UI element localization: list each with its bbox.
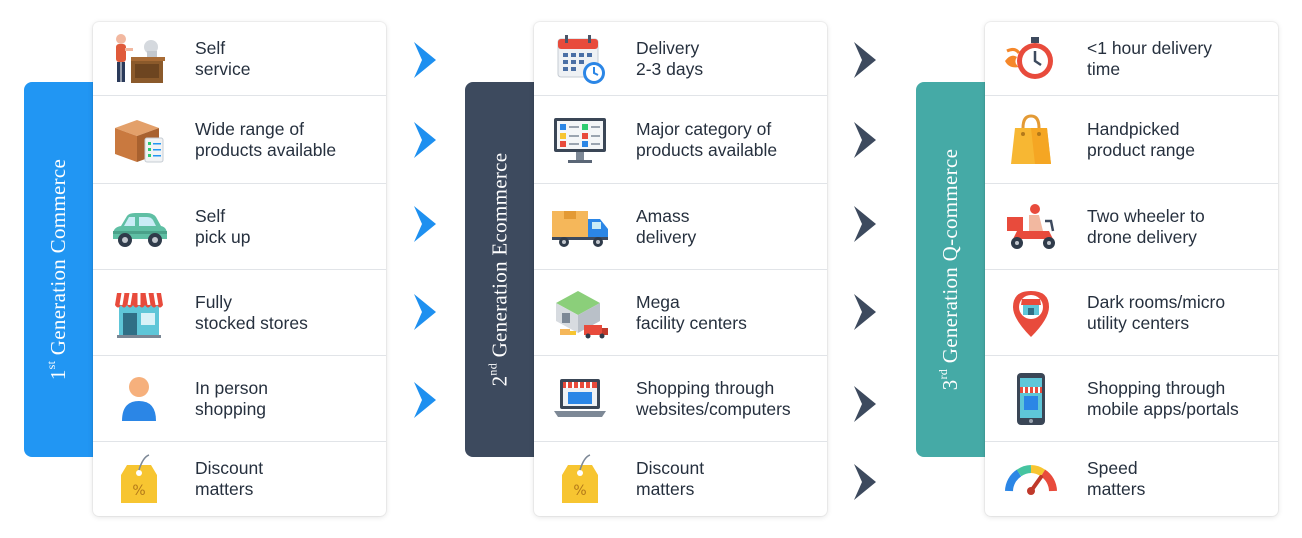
chevron-right-icon bbox=[410, 120, 440, 160]
list-item: Amass delivery bbox=[534, 184, 827, 270]
list-item: Delivery 2-3 days bbox=[534, 22, 827, 96]
gen1-card: Self service Wide range of products avai… bbox=[93, 22, 386, 516]
item-text: Delivery 2-3 days bbox=[636, 37, 704, 79]
gen2-title: 2nd Generation Ecommerce bbox=[485, 152, 512, 387]
list-item: Shopping through mobile apps/portals bbox=[985, 356, 1278, 442]
shopping-bag-icon bbox=[999, 112, 1063, 168]
item-text: Speed matters bbox=[1087, 458, 1146, 499]
list-item: % Discount matters bbox=[534, 442, 827, 516]
person-icon bbox=[107, 371, 171, 427]
list-item: <1 hour delivery time bbox=[985, 22, 1278, 96]
list-item: Fully stocked stores bbox=[93, 270, 386, 356]
list-item: Self pick up bbox=[93, 184, 386, 270]
box-checklist-icon bbox=[107, 112, 171, 168]
chevron-right-icon bbox=[410, 292, 440, 332]
discount-tag-icon: % bbox=[107, 451, 171, 507]
list-item: % Discount matters bbox=[93, 442, 386, 516]
gen2-tab: 2nd Generation Ecommerce bbox=[465, 82, 535, 457]
list-item: Wide range of products available bbox=[93, 96, 386, 184]
chevron-right-icon bbox=[410, 204, 440, 244]
chevron-right-icon bbox=[850, 120, 880, 160]
calendar-clock-icon bbox=[548, 31, 612, 87]
item-text: Self pick up bbox=[195, 205, 251, 247]
item-text: Fully stocked stores bbox=[195, 291, 308, 333]
store-icon bbox=[107, 285, 171, 341]
list-item: Handpicked product range bbox=[985, 96, 1278, 184]
discount-tag-icon: % bbox=[548, 451, 612, 507]
item-text: Handpicked product range bbox=[1087, 118, 1195, 160]
self-service-icon bbox=[107, 31, 171, 87]
stopwatch-fast-icon bbox=[999, 31, 1063, 87]
mobile-shop-icon bbox=[999, 371, 1063, 427]
item-text: Self service bbox=[195, 37, 251, 79]
speedometer-icon bbox=[999, 451, 1063, 507]
item-text: Discount matters bbox=[195, 458, 264, 499]
item-text: Amass delivery bbox=[636, 205, 697, 247]
svg-text:%: % bbox=[573, 483, 586, 499]
list-item: Mega facility centers bbox=[534, 270, 827, 356]
gen3-card: <1 hour delivery time Handpicked product… bbox=[985, 22, 1278, 516]
scooter-rider-icon bbox=[999, 199, 1063, 255]
gen3-title: 3rd Generation Q-commerce bbox=[936, 148, 963, 391]
item-text: Major category of products available bbox=[636, 118, 778, 160]
item-text: Discount matters bbox=[636, 458, 705, 499]
item-text: Mega facility centers bbox=[636, 291, 747, 333]
gen3-tab: 3rd Generation Q-commerce bbox=[916, 82, 986, 457]
chevron-right-icon bbox=[850, 292, 880, 332]
list-item: Major category of products available bbox=[534, 96, 827, 184]
chevron-right-icon bbox=[850, 462, 880, 502]
monitor-categories-icon bbox=[548, 112, 612, 168]
laptop-shop-icon bbox=[548, 371, 612, 427]
item-text: Two wheeler to drone delivery bbox=[1087, 205, 1205, 247]
item-text: <1 hour delivery time bbox=[1087, 37, 1213, 79]
list-item: Speed matters bbox=[985, 442, 1278, 516]
item-text: Shopping through mobile apps/portals bbox=[1087, 377, 1239, 419]
chevron-right-icon bbox=[850, 204, 880, 244]
chevron-right-icon bbox=[850, 40, 880, 80]
item-text: Dark rooms/micro utility centers bbox=[1087, 291, 1226, 333]
list-item: Shopping through websites/computers bbox=[534, 356, 827, 442]
svg-text:%: % bbox=[132, 483, 145, 499]
delivery-truck-icon bbox=[548, 199, 612, 255]
gen1-title: 1st Generation Commerce bbox=[44, 158, 71, 381]
chevron-right-icon bbox=[410, 380, 440, 420]
gen2-card: Delivery 2-3 days Major category of prod… bbox=[534, 22, 827, 516]
list-item: In person shopping bbox=[93, 356, 386, 442]
map-pin-store-icon bbox=[999, 285, 1063, 341]
list-item: Two wheeler to drone delivery bbox=[985, 184, 1278, 270]
warehouse-icon bbox=[548, 285, 612, 341]
gen1-tab: 1st Generation Commerce bbox=[24, 82, 94, 457]
item-text: Shopping through websites/computers bbox=[636, 377, 791, 419]
chevron-right-icon bbox=[410, 40, 440, 80]
chevron-right-icon bbox=[850, 384, 880, 424]
list-item: Self service bbox=[93, 22, 386, 96]
list-item: Dark rooms/micro utility centers bbox=[985, 270, 1278, 356]
car-icon bbox=[107, 199, 171, 255]
item-text: Wide range of products available bbox=[195, 118, 337, 160]
item-text: In person shopping bbox=[195, 377, 268, 419]
